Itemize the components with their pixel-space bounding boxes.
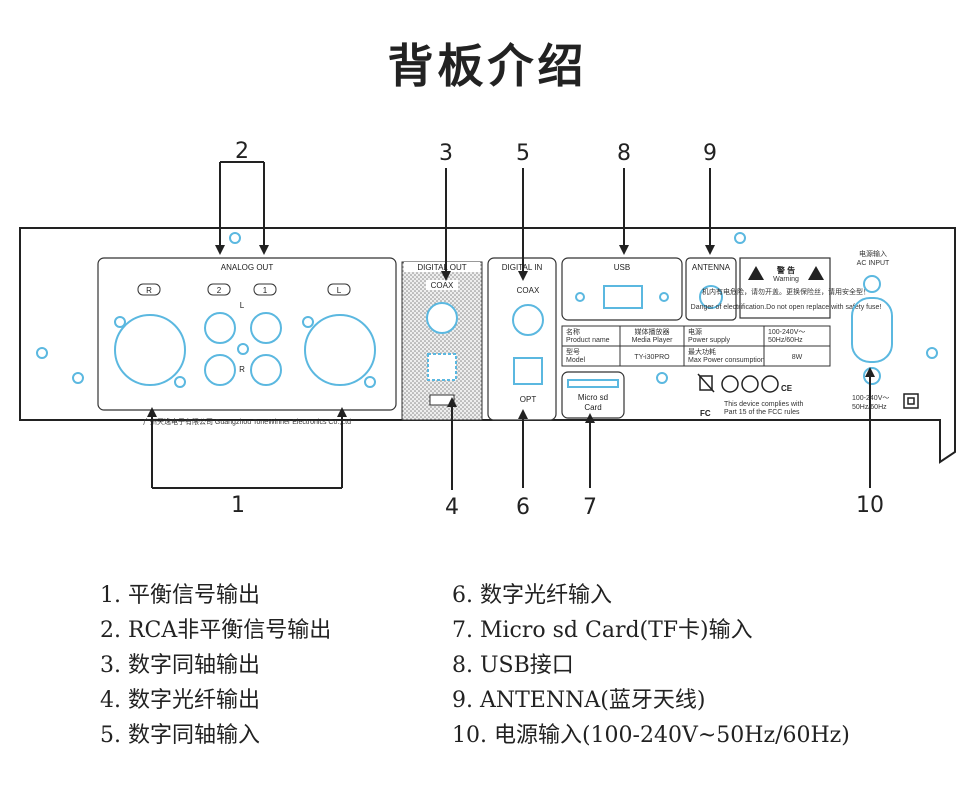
svg-text:USB: USB xyxy=(614,263,630,272)
microsd-slot xyxy=(567,379,619,388)
legend-item: 3. 数字同轴输出 xyxy=(100,653,260,678)
legend-item: 1. 平衡信号输出 xyxy=(100,583,260,608)
analog-out-label: ANALOG OUT xyxy=(221,263,274,272)
callout-6: 6 xyxy=(516,495,530,520)
svg-text:DIGITAL OUT: DIGITAL OUT xyxy=(417,263,466,272)
svg-text:100-240V～: 100-240V～ xyxy=(768,329,805,336)
mount-hole xyxy=(36,347,48,359)
svg-text:L: L xyxy=(240,301,245,310)
ce-mark: CE xyxy=(781,384,793,393)
callout-8: 8 xyxy=(617,141,631,166)
svg-text:This device complies with: This device complies with xyxy=(724,401,803,408)
legend-item: 4. 数字光纤输出 xyxy=(100,688,260,713)
callout-4: 4 xyxy=(445,495,459,520)
callout-9: 9 xyxy=(703,141,717,166)
xlr-right-port xyxy=(114,314,186,388)
mount-hole xyxy=(734,232,746,244)
svg-text:ANTENNA: ANTENNA xyxy=(692,263,731,272)
svg-text:AC INPUT: AC INPUT xyxy=(857,260,890,267)
mount-hole xyxy=(72,372,84,384)
ac-input-port xyxy=(851,275,893,385)
svg-text:电源: 电源 xyxy=(688,327,702,336)
antenna-box xyxy=(685,257,737,321)
svg-text:Model: Model xyxy=(566,357,586,364)
analog-out-box xyxy=(97,257,397,411)
mount-hole xyxy=(926,347,938,359)
svg-text:Media Player: Media Player xyxy=(632,337,674,344)
legend-item: 5. 数字同轴输入 xyxy=(100,723,260,748)
svg-text:R: R xyxy=(239,365,245,374)
svg-text:COAX: COAX xyxy=(517,286,540,295)
legend-item: 6. 数字光纤输入 xyxy=(452,583,612,608)
legend-item: 9. ANTENNA(蓝牙天线) xyxy=(452,688,706,713)
usb-port xyxy=(603,285,643,309)
callout-1: 1 xyxy=(231,493,245,518)
svg-text:R: R xyxy=(146,286,152,295)
svg-text:TY-i30PRO: TY-i30PRO xyxy=(634,354,670,361)
fcc-mark: FC xyxy=(700,409,711,418)
company-text: 广州天逸电子有限公司 Guangzhou ToneWinner Electron… xyxy=(143,417,351,426)
callout-3: 3 xyxy=(439,141,453,166)
svg-text:型号: 型号 xyxy=(566,347,580,356)
rca-ports xyxy=(204,312,282,386)
usb-box xyxy=(561,257,683,321)
svg-text:电源输入: 电源输入 xyxy=(859,249,887,258)
svg-text:Part 15 of the FCC rules: Part 15 of the FCC rules xyxy=(724,409,800,416)
svg-text:Card: Card xyxy=(584,403,601,412)
mount-hole xyxy=(229,232,241,244)
callout-5: 5 xyxy=(516,141,530,166)
svg-text:最大功耗: 最大功耗 xyxy=(688,347,716,356)
svg-text:8W: 8W xyxy=(792,354,803,361)
legend-item: 2. RCA非平衡信号输出 xyxy=(100,618,332,643)
antenna-port xyxy=(699,285,723,309)
callout-2: 2 xyxy=(235,139,249,164)
spec-table: 名称 Product name 媒体播放器 Media Player 电源 Po… xyxy=(561,325,831,367)
optical-in-port xyxy=(513,357,543,385)
svg-text:Micro sd: Micro sd xyxy=(578,393,608,402)
svg-text:50Hz/60Hz: 50Hz/60Hz xyxy=(768,337,803,344)
legend-right: 6. 数字光纤输入 7. Micro sd Card(TF卡)输入 8. USB… xyxy=(452,578,850,753)
certification-icons: CE FC This device complies with Part 15 … xyxy=(697,373,803,418)
legend-item: 7. Micro sd Card(TF卡)输入 xyxy=(452,618,753,643)
xlr-left-port xyxy=(302,314,376,388)
svg-text:Product name: Product name xyxy=(566,337,610,344)
callout-10: 10 xyxy=(856,493,884,518)
svg-text:Max Power consumption: Max Power consumption xyxy=(688,357,765,364)
mount-hole xyxy=(656,372,668,384)
svg-text:Danger of electrification.Do n: Danger of electrification.Do not open re… xyxy=(691,304,882,311)
svg-text:名称: 名称 xyxy=(566,327,580,336)
legend-item: 10. 电源输入(100-240V~50Hz/60Hz) xyxy=(452,723,850,748)
svg-text:L: L xyxy=(337,286,342,295)
svg-text:机内有电危险，请勿开盖。更换保险丝，请用安全型！: 机内有电危险，请勿开盖。更换保险丝，请用安全型！ xyxy=(702,287,870,296)
svg-text:COAX: COAX xyxy=(431,281,454,290)
svg-text:Warning: Warning xyxy=(773,276,799,283)
svg-text:媒体播放器: 媒体播放器 xyxy=(635,327,670,336)
coax-in-port xyxy=(512,304,544,336)
svg-text:OPT: OPT xyxy=(520,395,537,404)
svg-text:Power supply: Power supply xyxy=(688,337,731,344)
optical-out-port xyxy=(427,353,457,381)
page-title: 背板介绍 xyxy=(387,39,588,93)
callout-7: 7 xyxy=(583,495,597,520)
svg-text:警 告: 警 告 xyxy=(776,265,795,275)
svg-text:2: 2 xyxy=(217,286,222,295)
svg-text:1: 1 xyxy=(263,286,268,295)
legend-left: 1. 平衡信号输出 2. RCA非平衡信号输出 3. 数字同轴输出 4. 数字光… xyxy=(100,578,331,753)
legend-item: 8. USB接口 xyxy=(452,653,574,678)
coax-out-port xyxy=(426,302,458,334)
